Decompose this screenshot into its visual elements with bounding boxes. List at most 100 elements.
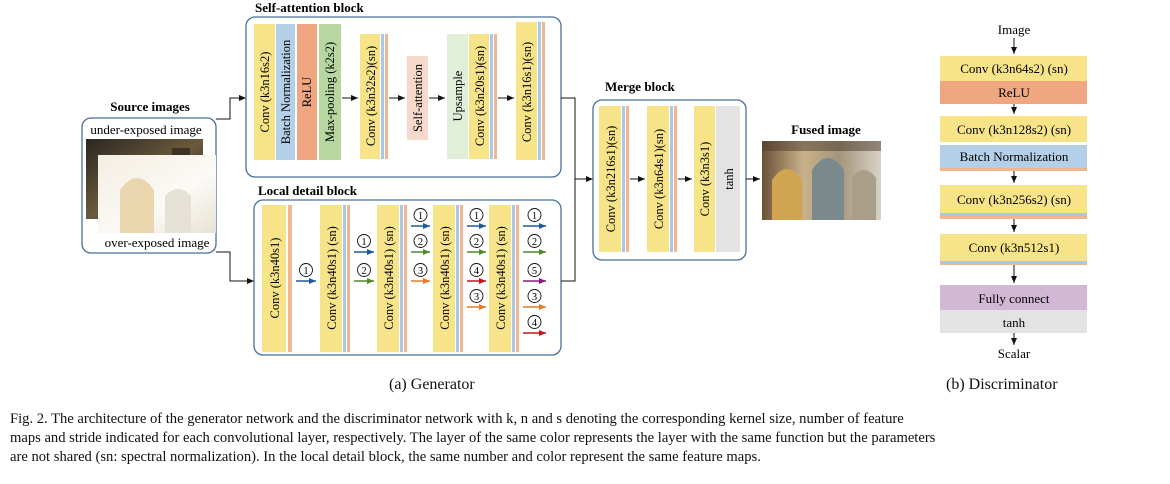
- feature-map-number-badge: [357, 234, 371, 248]
- merge-conv1-layer: [599, 106, 621, 252]
- fused-image: [762, 141, 881, 220]
- disc-conv3-relu: [940, 216, 1087, 219]
- disc-fc-layer: [940, 285, 1087, 310]
- sa-conv4-layer: [516, 22, 537, 160]
- ld-conv2-relu: [347, 205, 350, 352]
- feature-map-number-badge: [527, 263, 542, 277]
- sa-conv2-label: Conv (k3n32s2)(sn): [364, 46, 378, 146]
- ld-conv3-bn: [400, 205, 403, 352]
- feature-map-number-badge: [527, 315, 542, 329]
- under-exposed-label: under-exposed image: [90, 122, 202, 137]
- merge-tanh-label: tanh: [722, 167, 736, 189]
- sa-up-layer: [447, 34, 468, 159]
- ld-conv1-label: Conv (k3n40s1): [268, 238, 282, 319]
- sa-conv3-label: Conv (k3n20s1)(sn): [473, 46, 487, 146]
- ld-conv4-layer: [433, 205, 455, 352]
- disc-conv2-label: Conv (k3n128s2) (sn): [957, 122, 1071, 137]
- sa-conv2-relu: [385, 34, 388, 159]
- feature-map-number-badge: [357, 263, 371, 277]
- disc-relu-label: ReLU: [998, 85, 1030, 100]
- disc-tanh-label: tanh: [1003, 315, 1026, 330]
- generator-sublabel: (a) Generator: [389, 376, 475, 393]
- ld-conv5-bn: [512, 205, 515, 352]
- sa-conv3-relu: [494, 34, 497, 159]
- ld-arrow-group-1: 1: [296, 263, 316, 284]
- merge-conv3-label: Conv (k3n3s1): [698, 142, 712, 217]
- feature-map-number: 4: [532, 318, 538, 329]
- sa-bn-layer: [276, 24, 295, 160]
- feature-map-number: 2: [532, 237, 537, 248]
- feature-map-number: 1: [361, 237, 366, 248]
- disc-output-label: Scalar: [998, 346, 1031, 361]
- sa-conv4-bn: [538, 22, 541, 160]
- feature-map-number-badge: [469, 289, 484, 303]
- merge-conv2-bn: [670, 106, 673, 252]
- feature-map-number-badge: [413, 208, 428, 222]
- ld-conv1-layer: [262, 205, 286, 352]
- feature-map-number-badge: [469, 263, 484, 277]
- sa-conv1-label: Conv (k3n16s2): [258, 52, 272, 133]
- feature-map-number: 3: [474, 292, 479, 303]
- disc-conv1-label: Conv (k3n64s2) (sn): [960, 61, 1068, 76]
- feature-map-number: 2: [418, 237, 423, 248]
- sa-pool-layer: [319, 24, 341, 160]
- sa-conv4-label: Conv (k3n16s1)(sn): [520, 42, 534, 142]
- feature-map-number-badge: [527, 208, 542, 222]
- merge-tanh-layer: [716, 106, 740, 252]
- disc-conv4-layer: [940, 234, 1087, 261]
- disc-relu-layer: [940, 81, 1087, 104]
- feature-map-number: 3: [532, 292, 537, 303]
- sa-conv1-layer: [254, 24, 275, 160]
- merge-conv2-layer: [647, 106, 669, 252]
- ld-conv5-relu: [516, 205, 519, 352]
- feature-map-number-badge: [299, 263, 313, 277]
- feature-map-number-badge: [469, 234, 484, 248]
- sa-conv2-layer: [360, 34, 380, 159]
- disc-conv3-bn: [940, 213, 1087, 216]
- disc-conv1-layer: [940, 56, 1087, 81]
- disc-bn-label: Batch Normalization: [960, 149, 1069, 164]
- feature-map-number-badge: [527, 234, 542, 248]
- disc-bn-layer: [940, 145, 1087, 168]
- ld-conv4-bn: [456, 205, 459, 352]
- sa-up-label: Upsample: [451, 70, 465, 121]
- discriminator-sublabel: (b) Discriminator: [946, 376, 1058, 393]
- merge-conv2-label: Conv (k3n64s1)(sn): [652, 129, 666, 229]
- figure-caption: Fig. 2. The architecture of the generato…: [10, 410, 1162, 467]
- feature-map-number: 4: [474, 266, 480, 277]
- architecture-diagram: Source images under-exposed image over-e…: [81, 0, 1087, 361]
- disc-conv3-label: Conv (k3n256s2) (sn): [957, 192, 1071, 207]
- ld-conv2-layer: [320, 205, 342, 352]
- sa-attn-layer: [407, 56, 428, 140]
- disc-input-label: Image: [998, 22, 1031, 37]
- feature-map-number: 5: [532, 266, 537, 277]
- ld-conv5-label: Conv (k3n40s1) (sn): [494, 226, 508, 329]
- sa-conv3-bn: [490, 34, 493, 159]
- sa-bn-label: Batch Normalization: [279, 39, 293, 144]
- ld-arrow-group-2: 12: [354, 234, 374, 284]
- caption-line-1: Fig. 2. The architecture of the generato…: [10, 411, 904, 427]
- caption-line-3: are not shared (sn: spectral normalizati…: [10, 449, 761, 465]
- ld-conv3-layer: [377, 205, 399, 352]
- ld-conv2-label: Conv (k3n40s1) (sn): [325, 226, 339, 329]
- ld-conv4-label: Conv (k3n40s1) (sn): [438, 226, 452, 329]
- disc-conv4-bn: [940, 261, 1087, 263]
- feature-map-number: 1: [532, 211, 537, 222]
- feature-map-number: 2: [474, 237, 479, 248]
- feature-map-number-badge: [469, 208, 484, 222]
- ld-conv1-relu: [288, 205, 292, 352]
- disc-tanh-layer: [940, 310, 1087, 333]
- caption-line-2: maps and stride indicated for each convo…: [10, 430, 936, 446]
- source-to-ld-arrow: [216, 251, 254, 284]
- fused-title: Fused image: [791, 122, 861, 137]
- source-to-sa-arrow: [216, 95, 246, 120]
- disc-fc-label: Fully connect: [978, 291, 1050, 306]
- ld-to-merge-arrow: [561, 179, 576, 282]
- feature-map-number: 3: [418, 266, 423, 277]
- feature-map-number-badge: [413, 263, 428, 277]
- sa-title: Self-attention block: [255, 0, 364, 15]
- disc-conv4-relu: [940, 263, 1087, 265]
- merge-conv2-relu: [674, 106, 677, 252]
- ld-conv3-relu: [404, 205, 407, 352]
